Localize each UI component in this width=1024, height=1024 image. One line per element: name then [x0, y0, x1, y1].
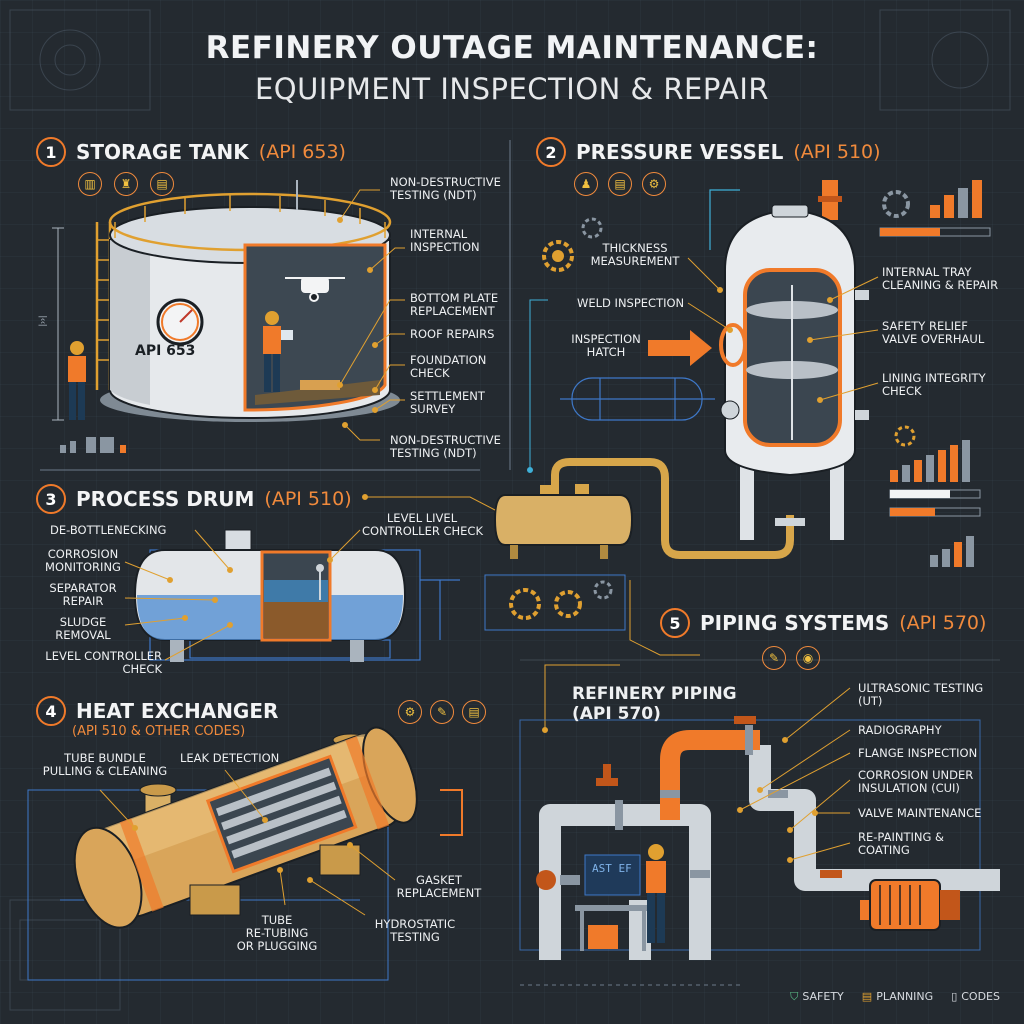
vessel-label-hatch: INSPECTION HATCH — [571, 332, 641, 359]
chart-icon: ▤ — [150, 172, 174, 196]
section-pressure-vessel-header: 2 PRESSURE VESSEL (API 510) — [536, 137, 881, 167]
heat-exchanger-drawing — [27, 726, 418, 981]
tank-label-bottom-plate: BOTTOM PLATE REPLACEMENT — [410, 291, 499, 318]
hx-label-retubing: TUBE RE-TUBING OR PLUGGING — [236, 913, 318, 953]
tank-label-ndt-2: NON-DESTRUCTIVE TESTING (NDT) — [390, 433, 501, 460]
gear-icon: ⚙ — [398, 700, 422, 724]
page-title: REFINERY OUTAGE MAINTENANCE: — [205, 30, 819, 66]
section-api-code: (API 510) — [264, 488, 352, 510]
piping-leaders — [737, 687, 851, 863]
refinery-piping-subtitle: REFINERY PIPING (API 570) — [572, 684, 737, 724]
vessel-label-relief-valve: SAFETY RELIEF VALVE OVERHAUL — [882, 319, 985, 346]
gear-icon: ⚙ — [642, 172, 666, 196]
workstation-screen-text: AST EF — [592, 862, 632, 875]
section-number: 3 — [36, 484, 66, 514]
vessel-label-lining: LINING INTEGRITY CHECK — [882, 371, 986, 398]
outside-worker — [68, 341, 86, 420]
section-title: PIPING SYSTEMS — [700, 611, 890, 635]
pipe-label-repainting: RE-PAINTING & COATING — [858, 830, 945, 857]
worker-icon: ♟ — [574, 172, 598, 196]
vessel-label-tray: INTERNAL TRAY CLEANING & REPAIR — [882, 265, 999, 292]
section-api-code: (API 510) — [793, 141, 881, 163]
legend-item-planning: ▤PLANNING — [861, 990, 934, 1003]
tank-label-settlement: SETTLEMENT SURVEY — [410, 389, 485, 416]
legend-item-codes: ▯CODES — [951, 990, 1000, 1003]
storage-tank-drawing — [52, 180, 400, 453]
drum-label-corrosion: CORROSION MONITORING — [45, 547, 121, 574]
section-process-drum-header: 3 PROCESS DRUM (API 510) — [36, 484, 352, 514]
section-title: STORAGE TANK — [76, 140, 249, 164]
pipe-label-radiography: RADIOGRAPHY — [858, 723, 942, 737]
pipe-label-flange: FLANGE INSPECTION — [858, 746, 978, 760]
clipboard-icon: ▤ — [861, 990, 873, 1003]
storage-tank-leaders — [337, 189, 405, 441]
process-drum-drawing — [133, 529, 460, 662]
section-number: 2 — [536, 137, 566, 167]
camera-icon: ◉ — [796, 646, 820, 670]
vessel-label-weld: WELD INSPECTION — [577, 296, 685, 310]
document-icon: ▯ — [951, 990, 958, 1003]
section-storage-tank-header: 1 STORAGE TANK (API 653) — [36, 137, 346, 167]
gears-decoration — [484, 574, 626, 631]
inspector-worker — [263, 311, 293, 392]
hx-label-gasket: GASKET REPLACEMENT — [396, 873, 482, 900]
document-icon: ▤ — [462, 700, 486, 724]
clipboard-icon: ▤ — [608, 172, 632, 196]
connecting-pipe-drawing — [493, 458, 805, 559]
section-api-code: (API 653) — [258, 141, 346, 163]
section-api-code: (API 570) — [899, 612, 987, 634]
tank-label-internal-inspection: INTERNAL INSPECTION — [410, 227, 480, 254]
hx-label-hydrostatic: HYDROSTATIC TESTING — [374, 917, 456, 944]
tank-api-label: API 653 — [135, 343, 196, 359]
drum-label-level-livel: LEVEL LIVEL CONTROLLER CHECK — [362, 511, 483, 538]
process-drum-leaders — [124, 494, 496, 661]
wrench-icon: ✎ — [430, 700, 454, 724]
section-title: PROCESS DRUM — [76, 487, 255, 511]
drum-label-separator: SEPARATOR REPAIR — [49, 581, 117, 608]
tank-label-roof-repairs: ROOF REPAIRS — [410, 327, 495, 341]
section-heat-exchanger-header: 4 HEAT EXCHANGER — [36, 696, 278, 726]
tools-icon: ✎ — [762, 646, 786, 670]
dimension-mark: |‹‹| — [38, 315, 49, 327]
heat-exchanger-leaders — [99, 769, 396, 916]
section-piping-header: 5 PIPING SYSTEMS (API 570) — [660, 608, 986, 638]
tank-label-ndt: NON-DESTRUCTIVE TESTING (NDT) — [390, 175, 501, 202]
piping-system-drawing — [519, 716, 1000, 960]
tank-label-foundation: FOUNDATION CHECK — [410, 353, 487, 380]
hx-label-tube-bundle: TUBE BUNDLE PULLING & CLEANING — [42, 751, 168, 778]
legend-item-safety: ⛉SAFETY — [790, 990, 844, 1003]
section-number: 4 — [36, 696, 66, 726]
drum-label-sludge: SLUDGE REMOVAL — [55, 615, 111, 642]
pressure-vessel-drawing — [542, 180, 991, 567]
vessel-label-thickness: THICKNESS MEASUREMENT — [590, 241, 680, 268]
section-title: HEAT EXCHANGER — [76, 699, 279, 723]
pipe-label-cui: CORROSION UNDER INSULATION (CUI) — [858, 768, 974, 795]
drum-label-debottlenecking: DE-BOTTLENECKING — [50, 523, 167, 537]
section-number: 1 — [36, 137, 66, 167]
pipe-label-ultrasonic: ULTRASONIC TESTING (UT) — [858, 681, 984, 708]
section-title: PRESSURE VESSEL — [576, 140, 784, 164]
section-api-code: (API 510 & OTHER CODES) — [72, 724, 246, 739]
shield-icon: ⛉ — [790, 990, 799, 1003]
legend: ⛉SAFETY ▤PLANNING ▯CODES — [790, 990, 1000, 1004]
page-subtitle: EQUIPMENT INSPECTION & REPAIR — [254, 72, 770, 106]
pressure-vessel-leaders — [687, 257, 879, 403]
worker-icon: ♜ — [114, 172, 138, 196]
drum-label-level-controller: LEVEL CONTROLLER CHECK — [45, 649, 162, 676]
section-number: 5 — [660, 608, 690, 638]
tank-gauge-icon: ▥ — [78, 172, 102, 196]
pipe-label-valve: VALVE MAINTENANCE — [858, 806, 982, 820]
hx-label-leak-detection: LEAK DETECTION — [180, 751, 280, 765]
